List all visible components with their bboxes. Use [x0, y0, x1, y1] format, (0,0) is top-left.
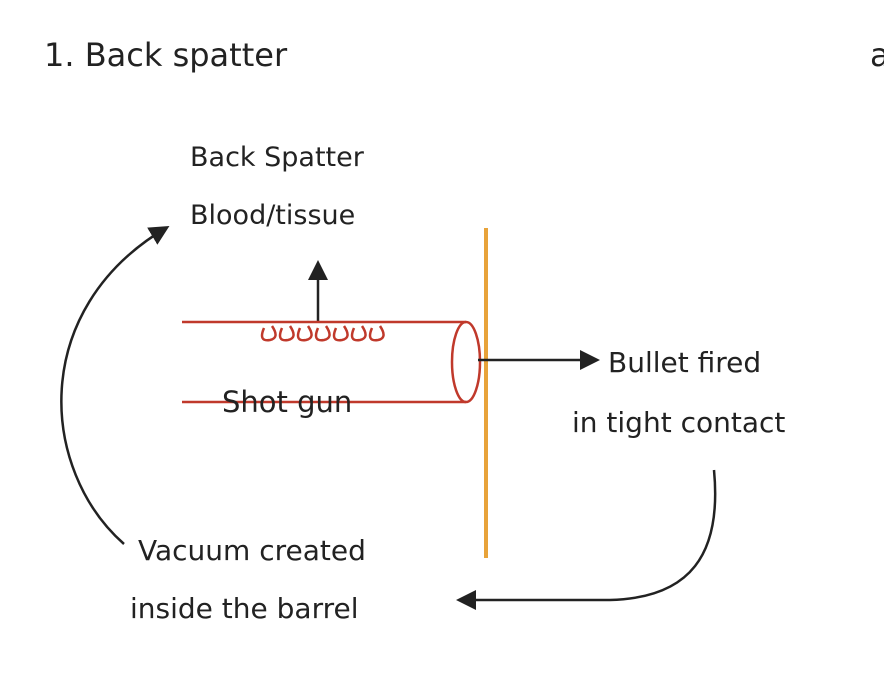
bullet-to-vacuum-arrow	[456, 469, 717, 610]
blood-tissue-label: Blood/tissue	[190, 200, 355, 231]
inside-barrel-label: inside the barrel	[130, 592, 359, 625]
vacuum-created-label: Vacuum created	[138, 534, 366, 567]
shotgun-barrel	[182, 320, 482, 404]
vacuum-to-spatter-arrow	[60, 225, 170, 545]
bullet-fired-label: Bullet fired	[608, 346, 761, 379]
blood-spatter-curls	[260, 325, 385, 342]
shot-gun-label: Shot gun	[222, 385, 352, 419]
section-heading: 1. Back spatter	[44, 36, 288, 74]
tight-contact-label: in tight contact	[572, 406, 785, 439]
cut-off-character: a	[870, 36, 884, 74]
back-spatter-label: Back Spatter	[190, 142, 365, 173]
